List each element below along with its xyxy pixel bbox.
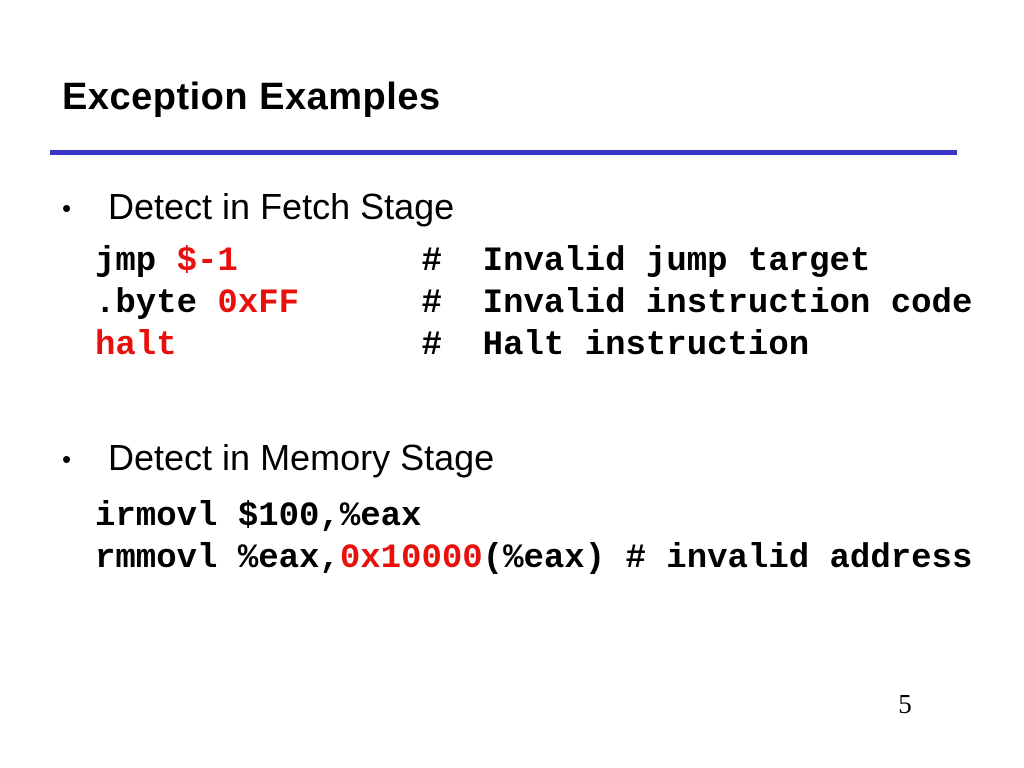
code-segment: 0x10000 [339,540,483,578]
slide-title: Exception Examples [62,76,441,118]
code-block-fetch: jmp $-1 # Invalid jump target .byte 0xFF… [95,241,972,367]
bullet-heading-memory: Detect in Memory Stage [108,437,495,478]
bullet-icon: • [62,193,72,223]
code-segment: rmmovl %eax, [95,540,340,578]
code-segment: jmp [95,243,177,281]
bullet-heading-fetch: Detect in Fetch Stage [108,186,455,227]
code-segment: 0xFF [217,285,300,323]
code-segment: halt [95,327,177,365]
title-underline-rule [50,150,957,155]
code-line: jmp $-1 # Invalid jump target [95,241,972,283]
bullet-item-fetch-stage: • Detect in Fetch Stage [62,186,454,228]
code-segment: .byte [95,285,218,323]
code-segment: irmovl $100,%eax [95,498,422,536]
code-block-memory: irmovl $100,%eax rmmovl %eax,0x10000(%ea… [95,496,972,580]
bullet-icon: • [62,444,72,474]
page-number: 5 [898,689,912,719]
code-line: halt # Halt instruction [95,325,972,367]
code-segment: # Invalid jump target [237,243,871,281]
code-segment: # Invalid instruction code [299,285,973,323]
bullet-item-memory-stage: • Detect in Memory Stage [62,437,494,479]
code-line: rmmovl %eax,0x10000(%eax) # invalid addr… [95,538,972,580]
code-segment: (%eax) # invalid address [482,540,973,578]
code-segment: $-1 [176,243,238,281]
code-line: .byte 0xFF # Invalid instruction code [95,283,972,325]
code-line: irmovl $100,%eax [95,496,972,538]
code-segment: # Halt instruction [176,327,810,365]
